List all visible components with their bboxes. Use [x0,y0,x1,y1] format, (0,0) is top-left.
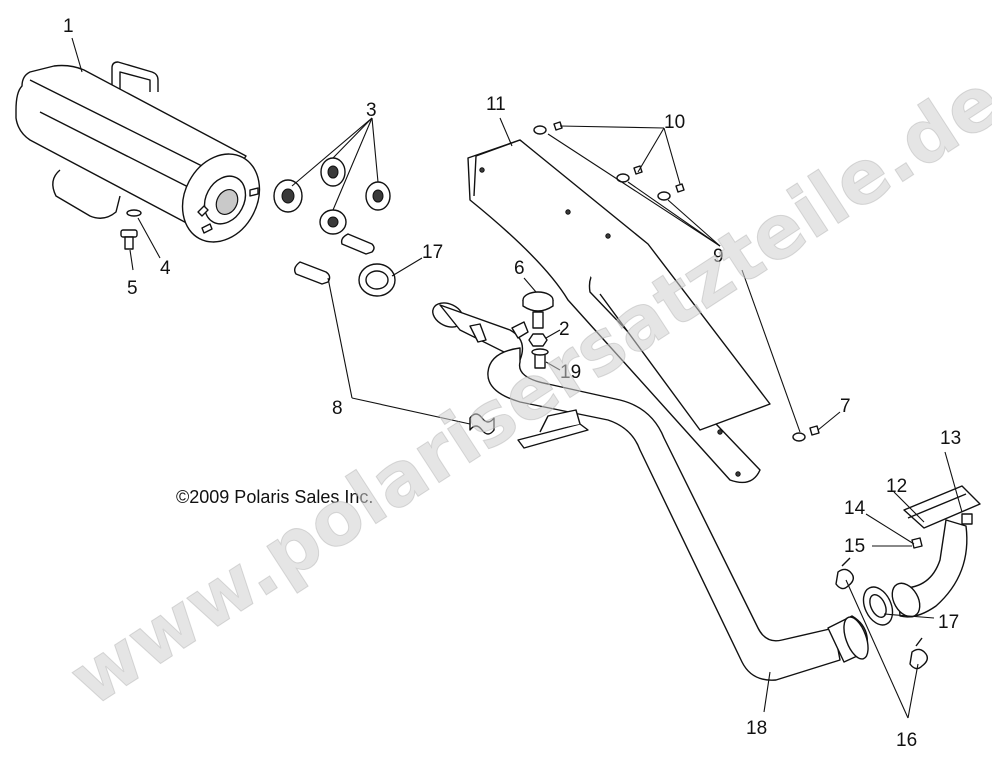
washer-4 [126,209,142,217]
bolt-5 [120,229,138,250]
callout-11: 11 [486,94,506,115]
fastener-7 [792,425,820,442]
callout-14: 14 [844,498,866,519]
springs-16 [835,557,929,670]
callout-17-lower: 17 [938,612,959,633]
clamp-6 [522,291,554,329]
callout-18: 18 [746,718,767,739]
callout-2: 2 [559,319,570,340]
callout-15: 15 [844,536,865,557]
callout-9: 9 [713,246,724,267]
callout-1: 1 [63,16,74,37]
gasket-17-upper [358,263,396,297]
leader-lines [71,37,963,719]
callout-3: 3 [366,100,377,121]
callout-8: 8 [332,398,343,419]
head-pipe [432,302,869,681]
spring-clip-8 [293,233,495,435]
callout-16: 16 [896,730,917,751]
bolt-19 [531,348,549,369]
muffler [15,61,261,243]
callout-12: 12 [886,476,907,497]
callout-13: 13 [940,428,961,449]
callout-6: 6 [514,258,525,279]
callout-17-upper: 17 [422,242,443,263]
heat-shield [467,139,771,484]
callout-7: 7 [840,396,851,417]
callout-5: 5 [127,278,138,299]
callout-10: 10 [664,112,685,133]
manifold-elbow [891,485,981,618]
grommets-3 [273,157,391,235]
copyright-text: ©2009 Polaris Sales Inc. [176,487,373,507]
callout-labels: 1 2 3 4 5 6 7 8 9 10 11 12 13 14 15 16 1… [63,16,961,751]
gasket-17-lower [862,586,894,626]
callout-4: 4 [160,258,171,279]
stud-14-15 [911,513,973,549]
nut-2 [528,333,548,347]
callout-19: 19 [560,362,581,383]
